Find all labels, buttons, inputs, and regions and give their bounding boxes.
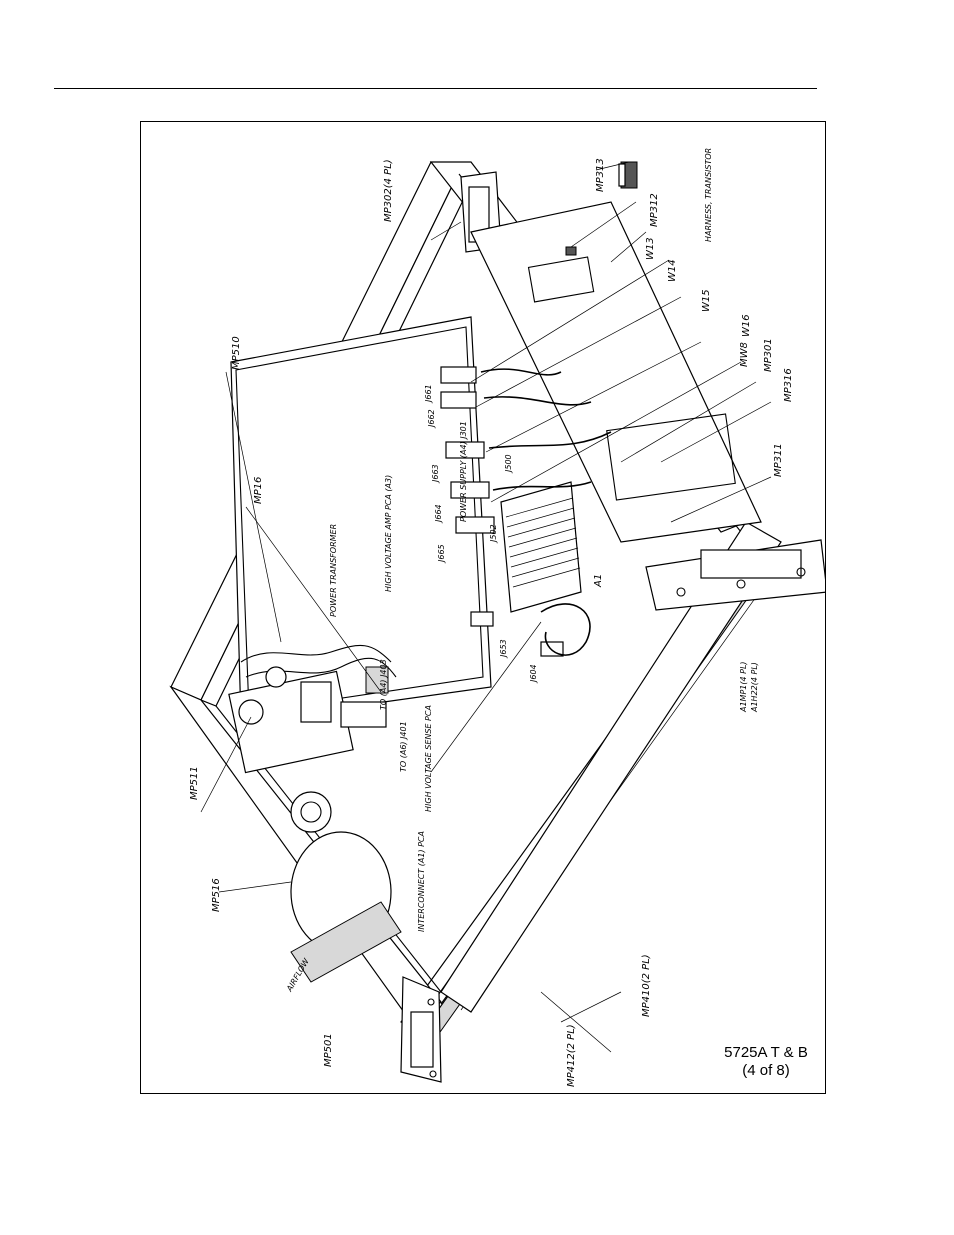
label-mp316: MP316 <box>783 368 794 402</box>
heat-sink <box>500 481 582 613</box>
leader-lines <box>200 161 772 1053</box>
label-mp511: MP511 <box>189 766 200 800</box>
label-hv-amp-pca: HIGH VOLTAGE AMP PCA (A3) <box>384 475 393 592</box>
label-j653: J653 <box>499 639 508 659</box>
label-mp516: MP516 <box>211 878 222 912</box>
label-power-supply: POWER SUPPLY (A4) J301 <box>459 421 468 522</box>
label-w15: W15 <box>701 289 712 312</box>
label-mw8: MW8 <box>739 342 750 367</box>
transformer-area <box>228 644 397 833</box>
figure-caption: 5725A T & B (4 of 8) <box>701 1044 825 1080</box>
label-mp313: MP313 <box>595 158 606 192</box>
cable-loop <box>540 603 591 656</box>
caption-title: 5725A T & B <box>724 1044 808 1061</box>
figure-frame: MP302(4 PL) MP313 MP312 W13 W14 HARNESS,… <box>140 121 826 1094</box>
fan-opening <box>290 831 402 983</box>
label-mp301: MP301 <box>763 338 774 372</box>
label-j662: J662 <box>427 409 436 429</box>
label-mp510: MP510 <box>231 336 242 370</box>
side-panel-right <box>470 201 762 543</box>
assembly-drawing: MP302(4 PL) MP313 MP312 W13 W14 HARNESS,… <box>169 148 825 1087</box>
label-j500: J500 <box>504 454 513 474</box>
label-j604: J604 <box>529 664 538 684</box>
label-to-a4-j403: TO (A4) J403 <box>379 659 388 710</box>
label-mp501: MP501 <box>323 1033 334 1067</box>
label-w16: W16 <box>741 314 752 337</box>
caption-subtitle: (4 of 8) <box>742 1062 790 1079</box>
label-j502: J502 <box>489 524 498 544</box>
label-a1h22: A1H22(4 PL) <box>750 662 759 713</box>
label-mp410: MP410(2 PL) <box>641 954 652 1017</box>
label-mp311: MP311 <box>773 443 784 477</box>
label-mp412: MP412(2 PL) <box>566 1024 577 1087</box>
front-handle-left <box>400 976 442 1083</box>
label-j663: J663 <box>431 464 440 484</box>
rear-handle-right <box>645 539 825 611</box>
label-w14: W14 <box>667 259 678 282</box>
transistor-mp313 <box>618 161 638 189</box>
connector-row <box>440 366 612 657</box>
label-hv-sense-pca: HIGH VOLTAGE SENSE PCA <box>424 705 433 812</box>
label-interconnect-pca: INTERCONNECT (A1) PCA <box>417 831 426 932</box>
label-w13: W13 <box>645 237 656 260</box>
label-mp312: MP312 <box>649 193 660 227</box>
label-harness-transistor: HARNESS, TRANSISTOR <box>704 148 713 242</box>
label-power-transformer: POWER TRANSFORMER <box>329 524 338 617</box>
header-rule <box>54 88 817 89</box>
label-mp302: MP302(4 PL) <box>383 159 394 222</box>
label-j661: J661 <box>424 384 433 404</box>
label-j664: J664 <box>434 504 443 524</box>
label-a1mp1: A1MP1(4 PL) <box>739 661 748 713</box>
label-j665: J665 <box>437 544 446 564</box>
label-mp16: MP16 <box>253 477 264 504</box>
label-a1: A1 <box>593 574 604 588</box>
label-to-a6-j401: TO (A6) J401 <box>399 721 408 772</box>
hv-amp-pca-board <box>230 316 492 723</box>
